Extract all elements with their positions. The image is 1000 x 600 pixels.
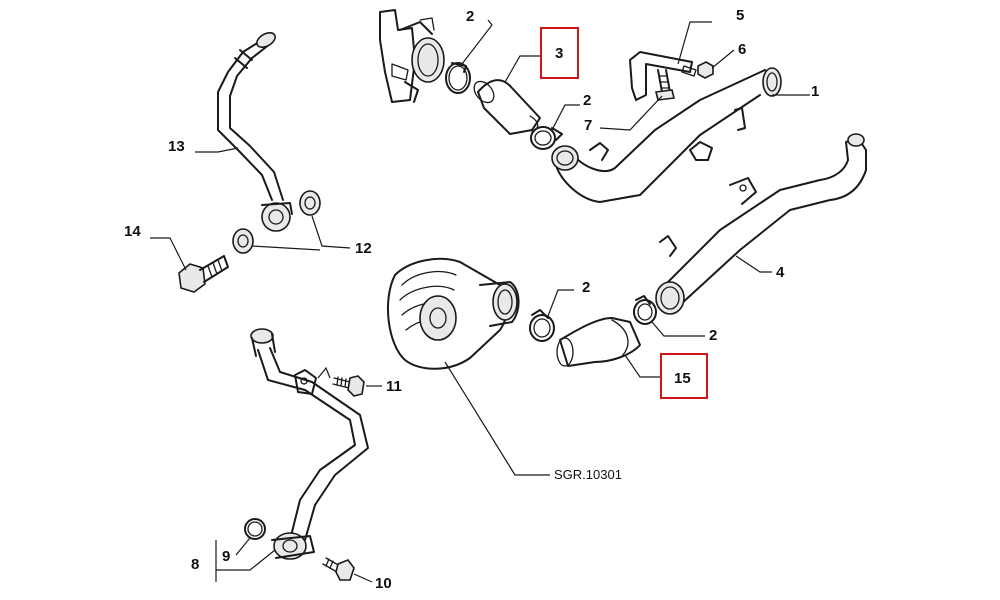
callout-7[interactable]: 7 <box>584 117 592 134</box>
callout-11[interactable]: 11 <box>386 378 402 395</box>
highlight-box-3 <box>540 27 579 79</box>
drawing-reference: SGR.10301 <box>554 467 622 482</box>
leader-lines <box>150 19 810 583</box>
bracket-5 <box>629 51 697 101</box>
callout-4[interactable]: 4 <box>776 264 785 281</box>
callout-2[interactable]: 2 <box>582 279 590 296</box>
clamp-2-top <box>445 62 471 94</box>
callout-1[interactable]: 1 <box>811 83 819 100</box>
callout-2[interactable]: 2 <box>709 327 717 344</box>
callout-8[interactable]: 8 <box>191 556 199 573</box>
hose-15 <box>556 317 641 367</box>
callout-15[interactable]: 15 <box>674 370 691 387</box>
clamp-2-lower-left <box>529 309 555 342</box>
nut-6 <box>697 61 714 79</box>
pipe-4 <box>655 133 867 315</box>
callout-12[interactable]: 12 <box>355 240 372 257</box>
bolt-10 <box>322 557 355 581</box>
washers-12 <box>232 190 321 254</box>
pipe-8 <box>250 328 369 560</box>
hose-3 <box>473 79 541 135</box>
callout-13[interactable]: 13 <box>168 138 185 155</box>
callout-9[interactable]: 9 <box>222 548 230 565</box>
o-ring-9 <box>244 518 266 540</box>
bolt-11 <box>332 375 365 397</box>
pipe-1 <box>551 67 782 203</box>
callout-5[interactable]: 5 <box>736 7 744 24</box>
callout-6[interactable]: 6 <box>738 41 746 58</box>
bolt-14 <box>178 255 229 293</box>
oil-cooler <box>387 257 520 370</box>
pipe-13 <box>217 31 293 232</box>
callout-2[interactable]: 2 <box>583 92 591 109</box>
callout-2[interactable]: 2 <box>466 8 474 25</box>
clamp-2-mid <box>530 126 563 150</box>
thermostat-housing <box>379 9 445 103</box>
highlight-box-15 <box>660 353 708 399</box>
callout-10[interactable]: 10 <box>375 575 392 592</box>
clamp-2-lower-right <box>633 295 657 325</box>
stud-7 <box>655 69 675 101</box>
callout-3[interactable]: 3 <box>555 45 563 62</box>
callout-14[interactable]: 14 <box>124 223 141 240</box>
